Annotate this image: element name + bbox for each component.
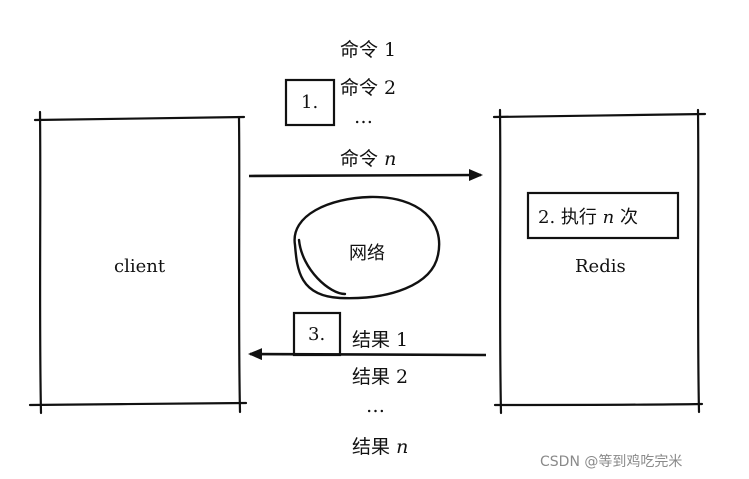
step-1-label: 1.	[301, 92, 319, 113]
network-label: 网络	[349, 243, 385, 264]
step-1-box	[284, 78, 336, 127]
command-2-label: 命令 2	[340, 77, 397, 99]
redis-frame	[492, 108, 707, 415]
command-n-label: 命令 n	[340, 144, 396, 171]
result-n-var: n	[396, 436, 409, 458]
command-ellipsis: …	[354, 106, 373, 128]
command-n-var: n	[384, 148, 397, 170]
csdn-watermark: CSDN @等到鸡吃完米	[540, 454, 683, 470]
network-cloud-outline	[293, 195, 441, 300]
step-2-var: n	[602, 207, 615, 228]
step-2-suffix: 次	[619, 207, 638, 228]
response-arrow	[248, 348, 487, 361]
result-ellipsis: …	[366, 395, 385, 417]
result-1-label: 结果 1	[352, 329, 409, 351]
redis-label: Redis	[575, 256, 626, 277]
client-frame	[28, 110, 248, 415]
result-n-prefix: 结果	[352, 436, 391, 458]
command-n-prefix: 命令	[340, 148, 379, 170]
step-2-label: 2. 执行 n 次	[538, 203, 638, 229]
result-2-label: 结果 2	[352, 366, 409, 388]
step-3-box	[292, 311, 342, 357]
result-n-label: 结果 n	[352, 432, 408, 459]
step-3-label: 3.	[308, 324, 326, 345]
command-1-label: 命令 1	[340, 39, 397, 61]
step-2-box	[526, 191, 680, 240]
request-arrow	[248, 169, 483, 182]
client-label: client	[114, 256, 166, 277]
step-2-prefix: 2. 执行	[538, 207, 597, 228]
